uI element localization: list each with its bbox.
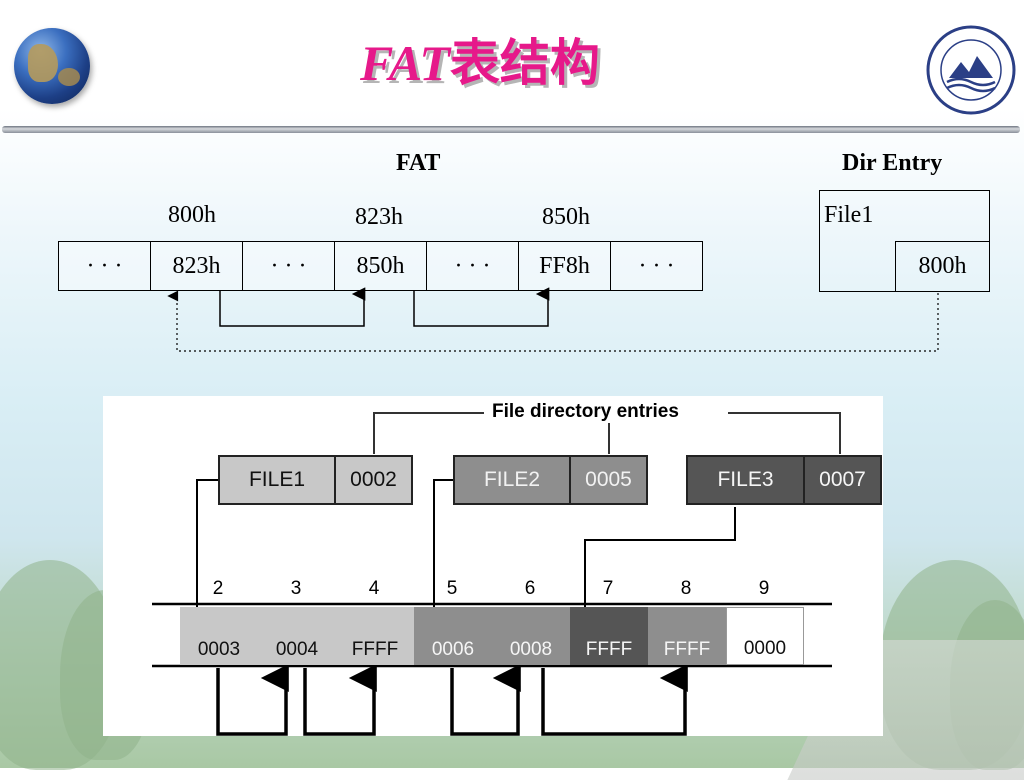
page-title-cjk: 表结构 [449, 35, 600, 91]
file-name: FILE2 [455, 457, 571, 503]
chain-link [541, 664, 688, 736]
chain-link [303, 664, 377, 736]
file-entry-file1: FILE1 0002 [218, 455, 413, 505]
university-emblem-icon [926, 25, 1016, 115]
dir-entry-start: 800h [895, 241, 990, 292]
fat-entry: 0006 [414, 607, 492, 665]
file-entry-file2: FILE2 0005 [453, 455, 648, 505]
fat-entry: FFFF [336, 607, 414, 665]
fat-entry: FFFF [570, 607, 648, 665]
fat-entry: 0008 [492, 607, 570, 665]
fat-cell: · · · [426, 241, 519, 291]
fat-cell: FF8h [518, 241, 611, 291]
page-title: FAT表结构 [360, 28, 680, 98]
file-start-cluster: 0002 [350, 468, 397, 491]
address-label: 850h [542, 204, 590, 230]
cluster-index: 7 [602, 578, 614, 599]
page-title-latin: FAT [360, 35, 450, 91]
link-arrow [413, 287, 550, 327]
address-label: 823h [355, 204, 403, 230]
fat-cell: · · · [242, 241, 335, 291]
fat-entry: 0003 [180, 607, 258, 665]
dir-entry-name: File1 [824, 202, 874, 228]
cluster-index: 9 [758, 578, 770, 599]
fat-cell: 823h [150, 241, 243, 291]
fat-cell: 850h [334, 241, 427, 291]
cluster-index: 2 [212, 578, 224, 599]
link-arrow [219, 287, 366, 327]
cluster-index: 4 [368, 578, 380, 599]
cluster-index: 6 [524, 578, 536, 599]
header-divider [2, 126, 1020, 133]
chain-link [450, 664, 521, 736]
address-label: 800h [168, 202, 216, 228]
dir-entry-label: Dir Entry [842, 150, 943, 176]
file-start-cluster: 0007 [819, 468, 866, 491]
fat-cell: · · · [610, 241, 703, 291]
cluster-index: 3 [290, 578, 302, 599]
fat-label: FAT [396, 150, 441, 176]
file-directory-entries-label: File directory entries [488, 401, 683, 423]
cluster-index: 8 [680, 578, 692, 599]
file-start-cluster: 0005 [585, 468, 632, 491]
file-entry-file3: FILE3 0007 [686, 455, 882, 505]
chain-link [216, 664, 289, 736]
fat-table-row: · · · 823h · · · 850h · · · FF8h · · · [58, 241, 703, 291]
globe-icon [14, 28, 90, 104]
fat-entry: 0000 [726, 607, 804, 665]
cluster-index: 5 [446, 578, 458, 599]
fat-entry: FFFF [648, 607, 726, 665]
dotted-link-arrow [167, 290, 939, 352]
file-name: FILE1 [220, 457, 336, 503]
file-name: FILE3 [688, 457, 805, 503]
fat-cell: · · · [58, 241, 151, 291]
fat-entry: 0004 [258, 607, 336, 665]
